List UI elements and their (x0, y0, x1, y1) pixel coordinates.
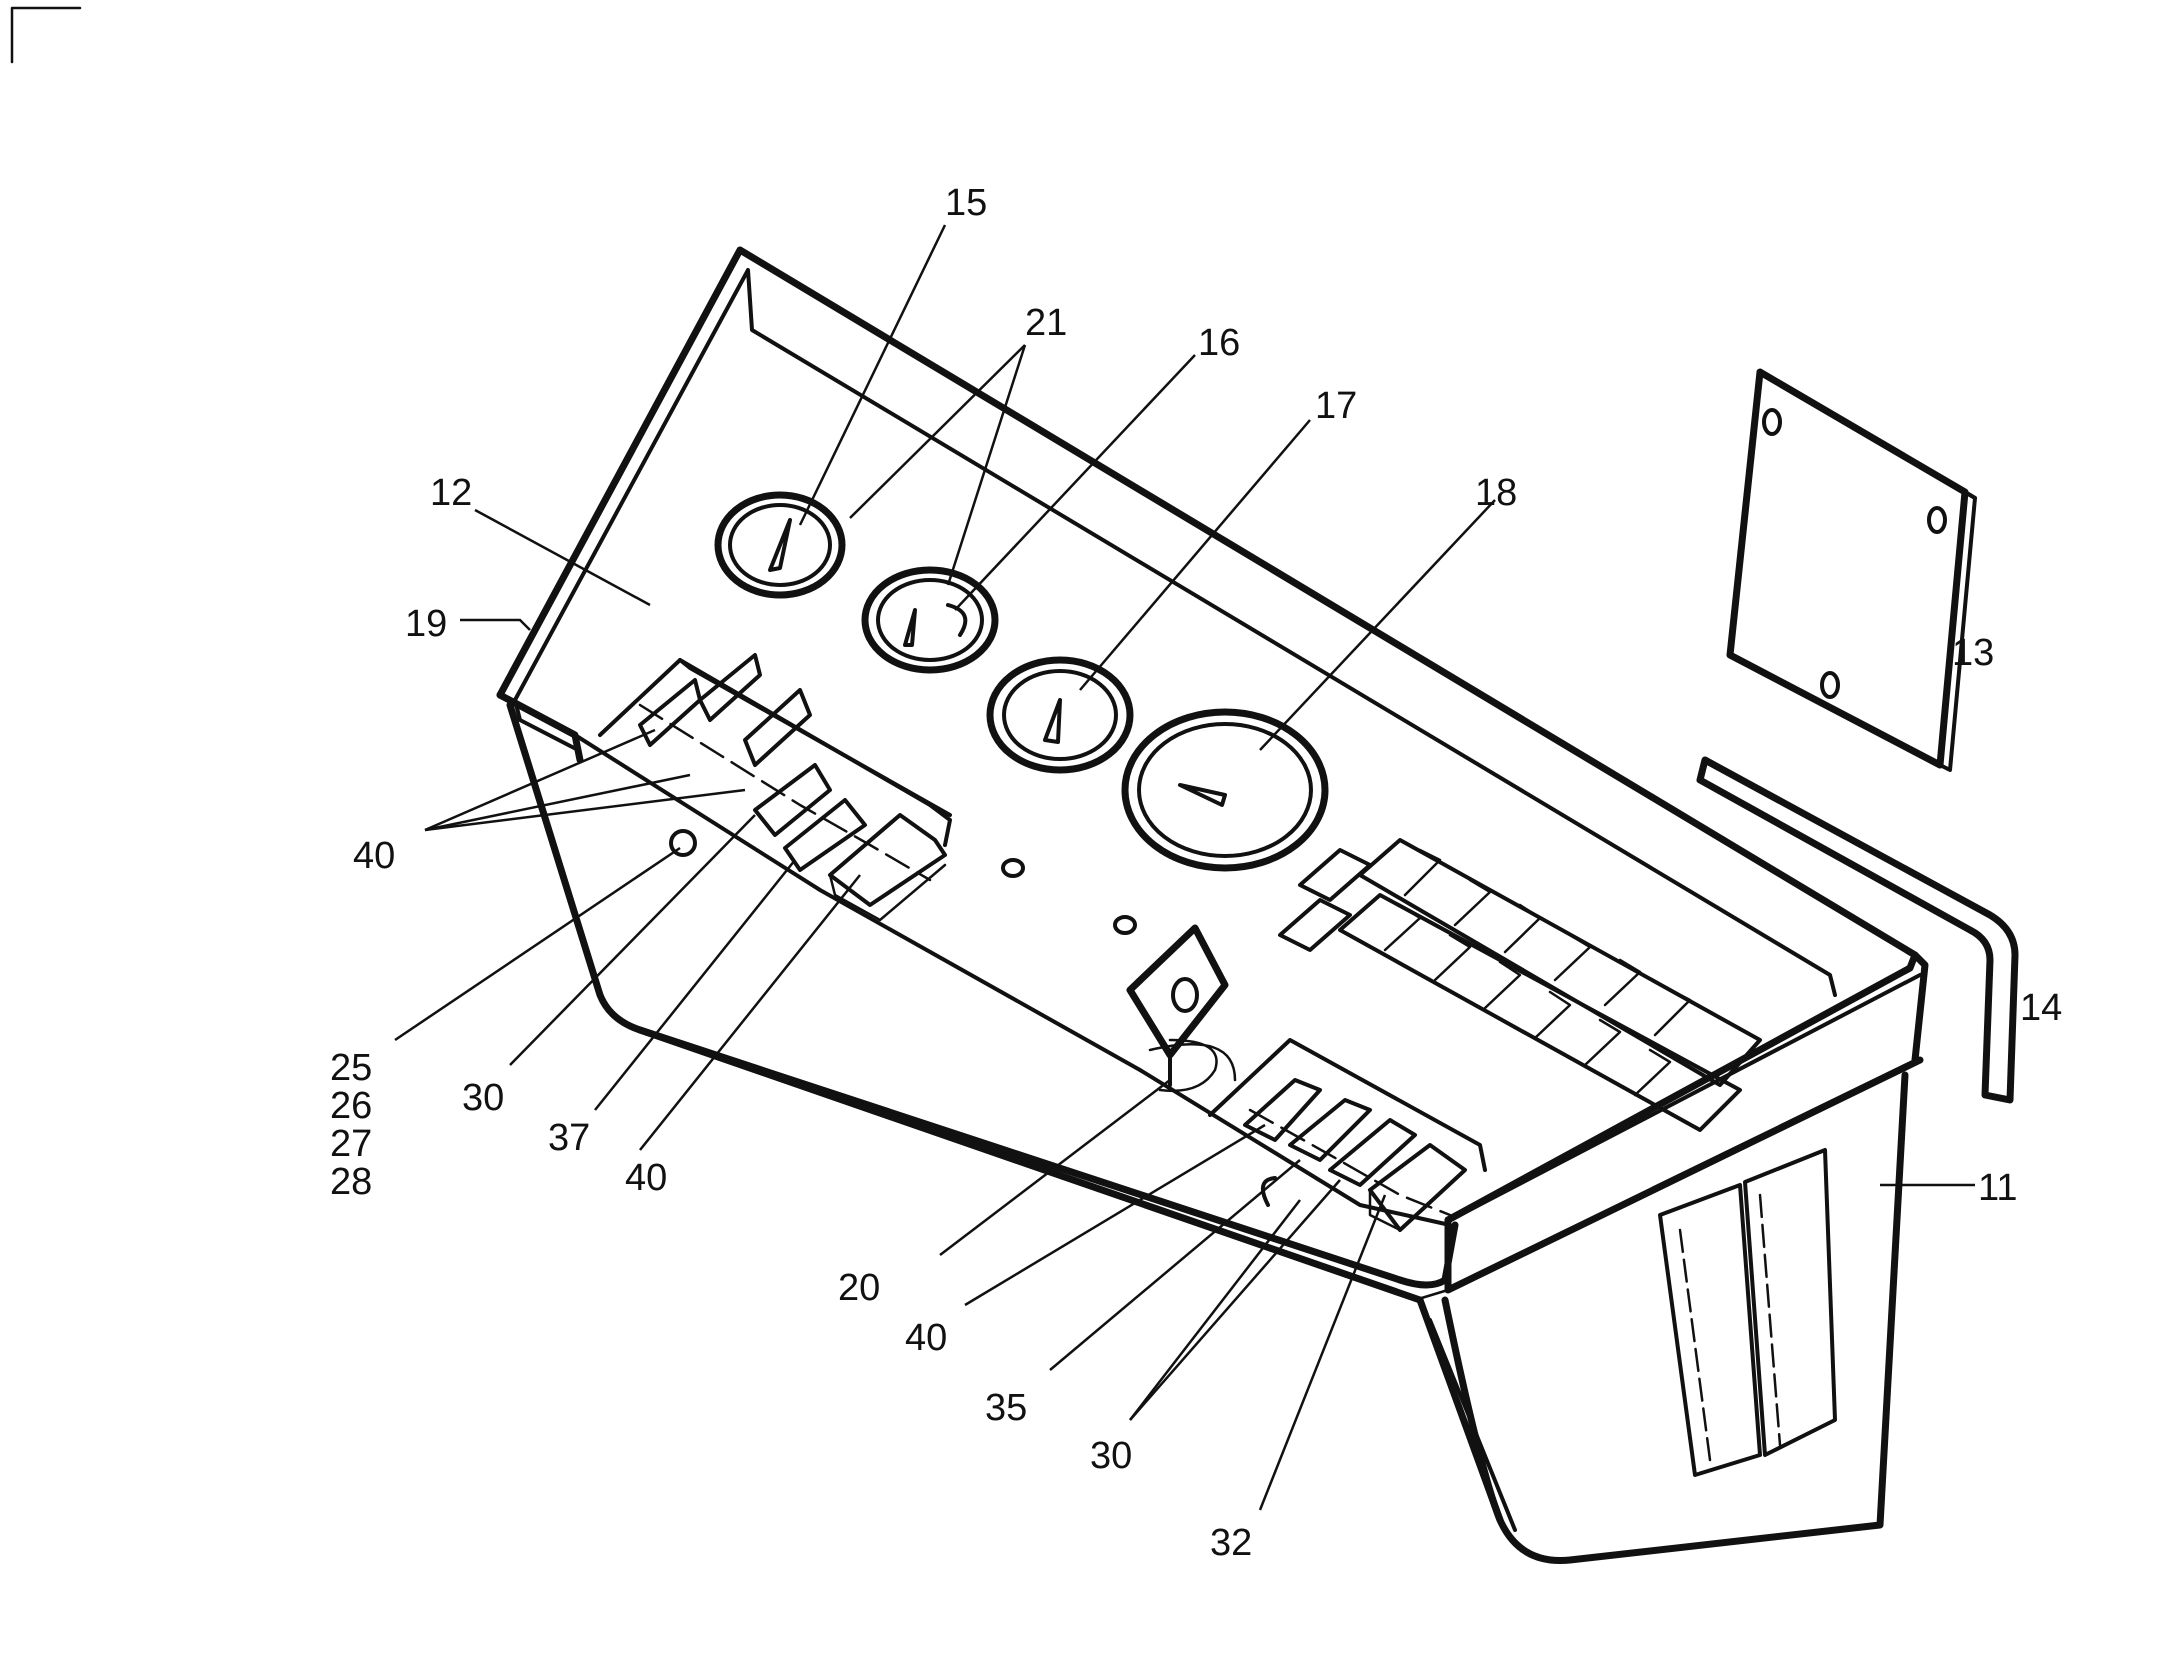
gauge-18 (1121, 708, 1329, 872)
ignition-key (1126, 924, 1237, 1092)
callout-40-left: 40 (353, 835, 395, 877)
callout-37: 37 (548, 1117, 590, 1159)
bottom-switch-bank (1208, 1038, 1487, 1232)
gauge-17 (986, 656, 1134, 774)
callout-14: 14 (2020, 987, 2062, 1029)
gauge-16 (861, 566, 999, 674)
callout-40-mid: 40 (625, 1157, 667, 1199)
side-vents (1658, 1148, 1837, 1477)
callout-30-bottom: 30 (1090, 1435, 1132, 1477)
warning-light-bank (1278, 838, 1762, 1132)
cover-screw-hole (1927, 506, 1947, 534)
callout-26: 26 (330, 1085, 372, 1127)
gauge-15 (714, 491, 846, 599)
cover-screw-hole (1820, 671, 1840, 699)
indicator-lamps (669, 829, 1277, 1207)
callout-20: 20 (838, 1267, 880, 1309)
trim-strip (1696, 756, 2019, 1104)
cover-screw-hole (1762, 408, 1782, 436)
left-switch-bank (598, 653, 952, 922)
callout-27: 27 (330, 1123, 372, 1165)
callout-21: 21 (1025, 302, 1067, 344)
callout-17: 17 (1315, 385, 1357, 427)
callout-30-left: 30 (462, 1077, 504, 1119)
callout-15: 15 (945, 182, 987, 224)
leader-lines (394, 224, 1975, 1511)
callout-28: 28 (330, 1161, 372, 1203)
callout-16: 16 (1198, 322, 1240, 364)
callout-18: 18 (1475, 472, 1517, 514)
callout-35: 35 (985, 1387, 1027, 1429)
cover-plate (1726, 368, 1977, 772)
callout-19: 19 (405, 603, 447, 645)
callout-32: 32 (1210, 1522, 1252, 1564)
callout-12: 12 (430, 472, 472, 514)
callout-25: 25 (330, 1047, 372, 1089)
callout-labels: 15 21 16 17 18 12 19 13 14 11 40 25 26 2… (330, 182, 2062, 1564)
callout-40-bottom: 40 (905, 1317, 947, 1359)
console-body (496, 246, 1929, 1564)
callout-13: 13 (1952, 632, 1994, 674)
crop-mark (10, 6, 82, 64)
callout-11: 11 (1978, 1167, 2017, 1209)
